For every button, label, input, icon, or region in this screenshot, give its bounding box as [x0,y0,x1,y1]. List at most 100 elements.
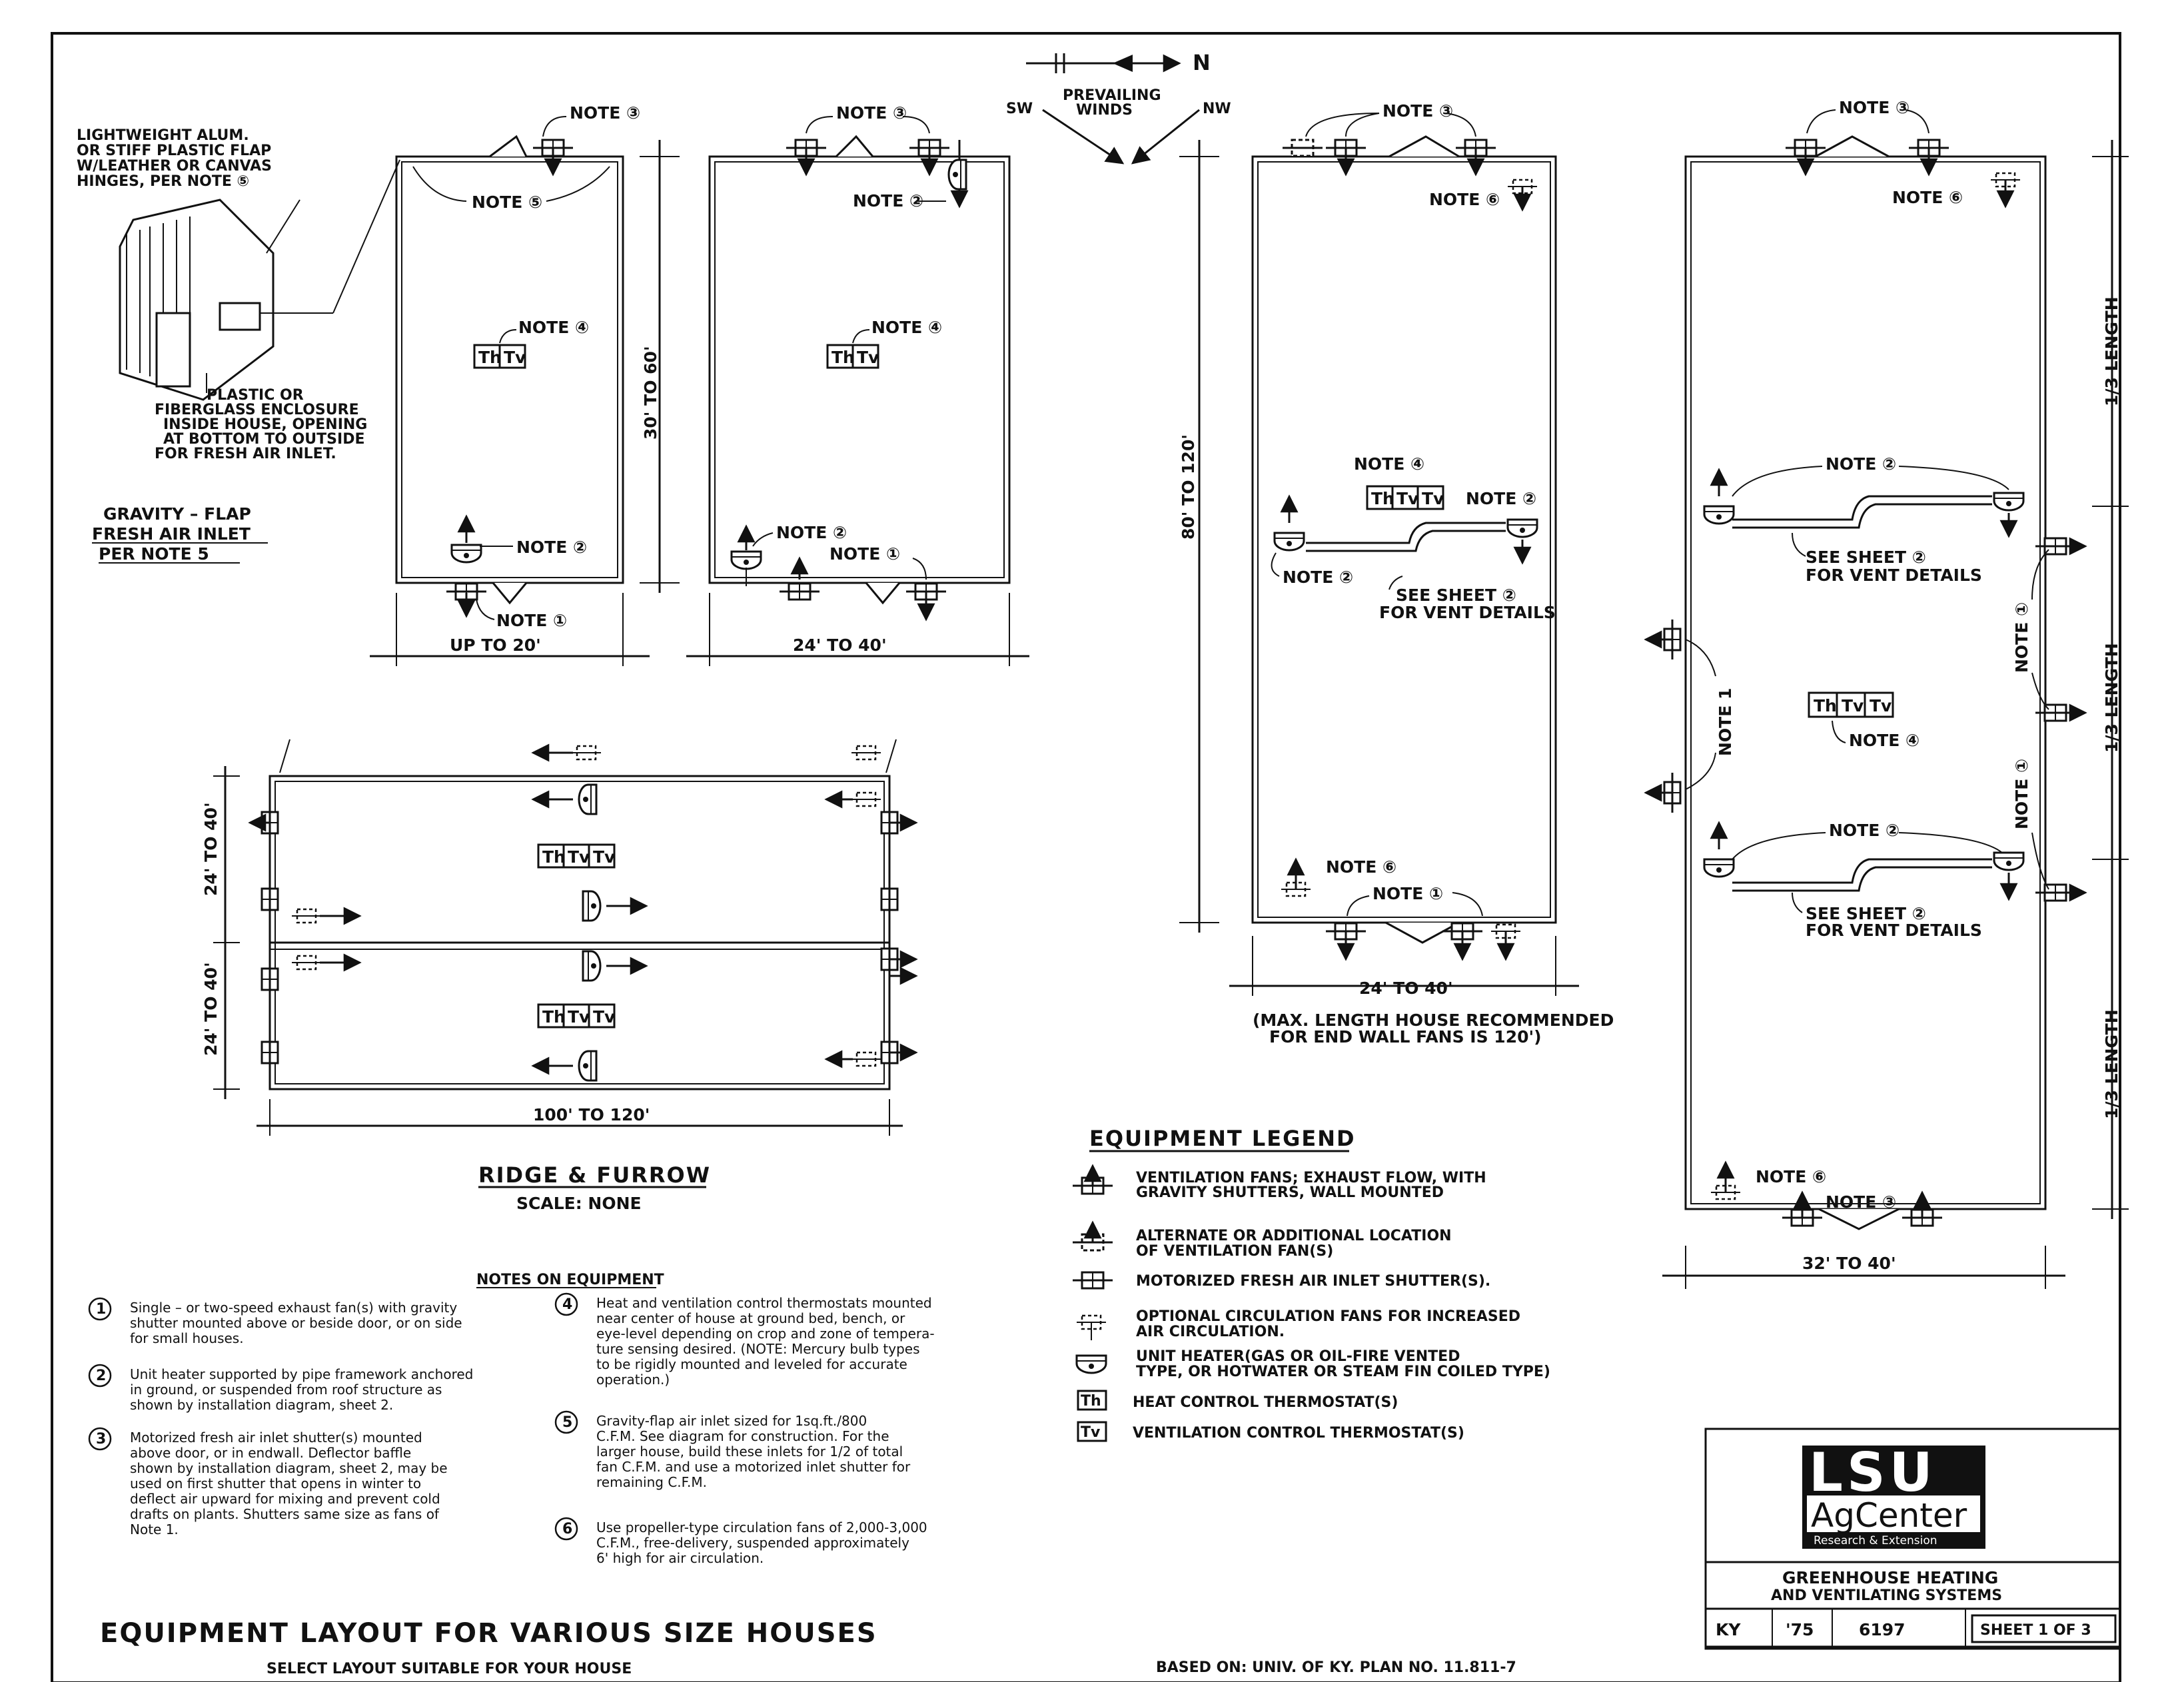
rf-length: 100' TO 120' [533,1105,650,1124]
flap-title-1: GRAVITY – FLAP [103,504,251,524]
note-line: above door, or in endwall. Deflector baf… [130,1445,411,1461]
svg-text:Tv: Tv [568,1007,590,1027]
h4-note6b: NOTE ⑥ [1756,1167,1826,1186]
h4-vent-1b: SEE SHEET ② [1806,904,1926,923]
h4-note1a: NOTE ① [2012,602,2031,673]
sw-label: SW [1006,101,1033,117]
h2-note1: NOTE ① [829,544,900,564]
svg-text:Th: Th [1814,696,1837,715]
h4-width: 32' TO 40' [1802,1254,1896,1273]
flap-callout-1: LIGHTWEIGHT ALUM. [77,127,249,144]
rf-scale: SCALE: NONE [516,1194,642,1213]
h3-note6b: NOTE ⑥ [1326,857,1396,877]
note-line: Use propeller-type circulation fans of 2… [596,1519,927,1535]
note-number: 2 [96,1368,106,1384]
h3-vent-1: SEE SHEET ② [1396,586,1516,605]
title-ky: KY [1716,1620,1741,1639]
legend-7a: VENTILATION CONTROL THERMOSTAT(S) [1133,1425,1464,1442]
note-line: Unit heater supported by pipe framework … [130,1366,473,1382]
note-line: shutter mounted above or beside door, or… [130,1315,462,1331]
h4-vent-2a: FOR VENT DETAILS [1806,566,1982,585]
svg-text:Th: Th [542,847,566,867]
note-line: Note 1. [130,1521,179,1537]
h3-note2a: NOTE ② [1466,489,1536,508]
flap-callout-3: W/LEATHER OR CANVAS [77,158,272,175]
h2-note2a: NOTE ② [853,191,923,210]
h4-note1-plain: NOTE 1 [1716,688,1735,756]
note-line: Motorized fresh air inlet shutter(s) mou… [130,1430,422,1446]
flap-note-4: AT BOTTOM TO OUTSIDE [163,431,365,448]
note-number-circle [88,1427,112,1451]
h4-note2a: NOTE ② [1826,454,1896,474]
svg-text:Tv: Tv [1081,1424,1101,1441]
exhaust-fan-icon [1071,1164,1114,1195]
max-length-note-1: (MAX. LENGTH HOUSE RECOMMENDED [1253,1011,1614,1030]
svg-text:Th: Th [1371,489,1394,508]
note-line: C.F.M., free-delivery, suspended approxi… [596,1535,909,1551]
legend-1a: VENTILATION FANS; EXHAUST FLOW, WITH [1136,1170,1486,1186]
svg-text:AgCenter: AgCenter [1811,1496,1967,1535]
note-line: Heat and ventilation control thermostats… [596,1295,932,1311]
h1-note4: NOTE ④ [518,318,589,337]
note-number: 6 [562,1521,572,1537]
wind-arrow-nw [1131,109,1200,165]
max-length-note-2: FOR END WALL FANS IS 120') [1269,1027,1542,1047]
title-block: LSU AgCenter Research & Extension GREENH… [1704,1428,2121,1650]
h3-note3: NOTE ③ [1382,101,1453,121]
sheet-border [51,32,2121,1682]
h3-note4: NOTE ④ [1354,454,1424,474]
unit-heater-icon [1075,1354,1107,1374]
flap-title-3: PER NOTE 5 [99,544,209,564]
note-line: deflect air upward for mixing and preven… [130,1491,440,1507]
note-number-circle [88,1364,112,1388]
h1-note1: NOTE ① [496,611,567,630]
footer-subtitle: SELECT LAYOUT SUITABLE FOR YOUR HOUSE [267,1661,632,1677]
title-2: AND VENTILATING SYSTEMS [1771,1587,2002,1604]
title-sheet: SHEET 1 OF 3 [1980,1622,2091,1639]
note-number: 5 [562,1414,572,1431]
note-number: 1 [96,1301,106,1318]
svg-text:Tv: Tv [857,348,879,367]
legend-1b: GRAVITY SHUTTERS, WALL MOUNTED [1136,1184,1444,1201]
svg-text:Th: Th [831,348,855,367]
north-label: N [1193,50,1212,75]
vent-thermostat-icon: Tv [1077,1421,1107,1442]
footer-based-on: BASED ON: UNIV. OF KY. PLAN NO. 11.811-7 [1156,1659,1516,1676]
note-number-circle [554,1517,578,1541]
svg-text:Tv: Tv [593,847,615,867]
svg-text:Tv: Tv [1842,696,1864,715]
flap-title-2: FRESH AIR INLET [92,524,251,544]
h2-note2b: NOTE ② [776,523,847,542]
winds-label-1: PREVAILING [1063,87,1161,104]
h2-note3: NOTE ③ [836,103,907,123]
heat-thermostat-icon: Th [1077,1390,1107,1411]
note-number-circle [554,1410,578,1434]
note-line: for small houses. [130,1330,244,1346]
note-number: 3 [96,1431,106,1448]
svg-text:Th: Th [542,1007,566,1027]
h2-note4: NOTE ④ [871,318,942,337]
note-line: used on first shutter that opens in wint… [130,1475,421,1491]
note-number-circle [554,1292,578,1316]
h1-width: UP TO 20' [450,635,541,655]
note-line: remaining C.F.M. [596,1474,707,1490]
note-line: to be rigidly mounted and leveled for ac… [596,1356,907,1372]
h4-note4: NOTE ④ [1849,731,1919,750]
winds-label-2: WINDS [1076,102,1133,119]
note-line: operation.) [596,1372,670,1388]
house-plan-wide: NOTE ③ NOTE ⑥ 1/3 LENGTH 1/3 LENGTH 1/3 … [1644,98,2129,1289]
flap-note-2: FIBERGLASS ENCLOSURE [155,402,359,418]
note-line: ture sensing desired. (NOTE: Mercury bul… [596,1341,920,1357]
h3-length: 80' TO 120' [1179,434,1198,540]
h4-vent-2b: FOR VENT DETAILS [1806,921,1982,940]
svg-text:Tv: Tv [1422,489,1444,508]
svg-text:LSU: LSU [1809,1442,1937,1503]
